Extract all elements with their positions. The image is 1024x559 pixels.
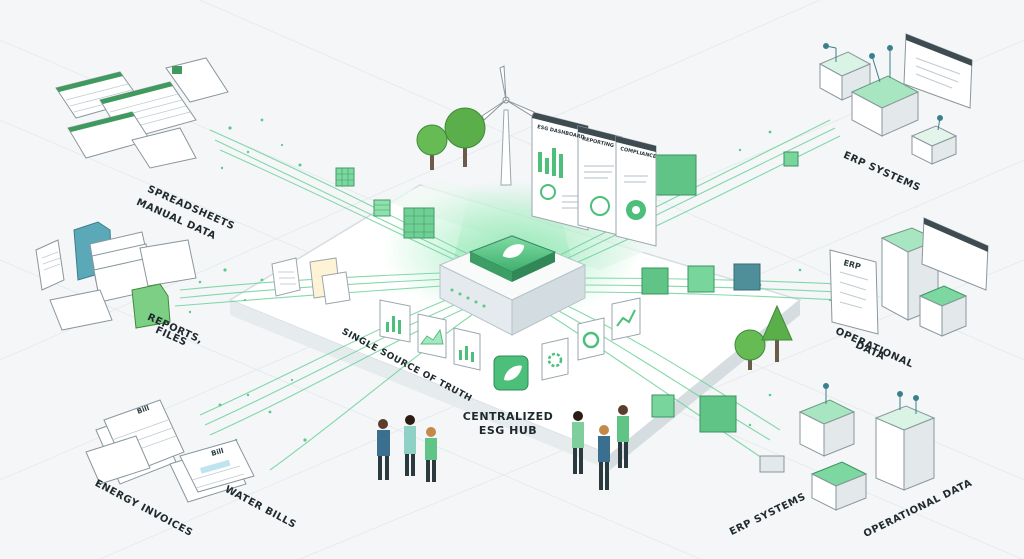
flow-cubes [335, 151, 799, 433]
hub-title-line1: CENTRALIZED [462, 410, 554, 423]
hub-title: CENTRALIZED ESG HUB [456, 410, 560, 438]
tree-icon-right [734, 304, 793, 370]
spreadsheets-icon [55, 57, 229, 169]
hub-title-line2: ESG HUB [478, 424, 538, 437]
reports-files-icon [35, 221, 197, 331]
erp-doc-label: ERP [842, 258, 861, 271]
energy-invoices-icon [85, 399, 185, 485]
central-hub-device [438, 234, 587, 336]
water-bill-doc-label: Bill [210, 447, 224, 458]
erp-servers-bottom-icon [759, 383, 936, 511]
flow-cube [655, 154, 697, 196]
metric-cards [379, 297, 641, 391]
platform-documents [271, 257, 351, 305]
tree-icon [416, 107, 486, 170]
people-group-left [377, 415, 437, 482]
water-bills-icon [169, 439, 255, 503]
bill-doc-label: Bill [136, 404, 151, 416]
dashboard-panels [531, 111, 657, 247]
erp-servers-top-icon [818, 33, 973, 165]
operational-data-icon [829, 217, 989, 337]
people-group-right [572, 405, 629, 490]
wind-turbine-icon [481, 65, 535, 186]
